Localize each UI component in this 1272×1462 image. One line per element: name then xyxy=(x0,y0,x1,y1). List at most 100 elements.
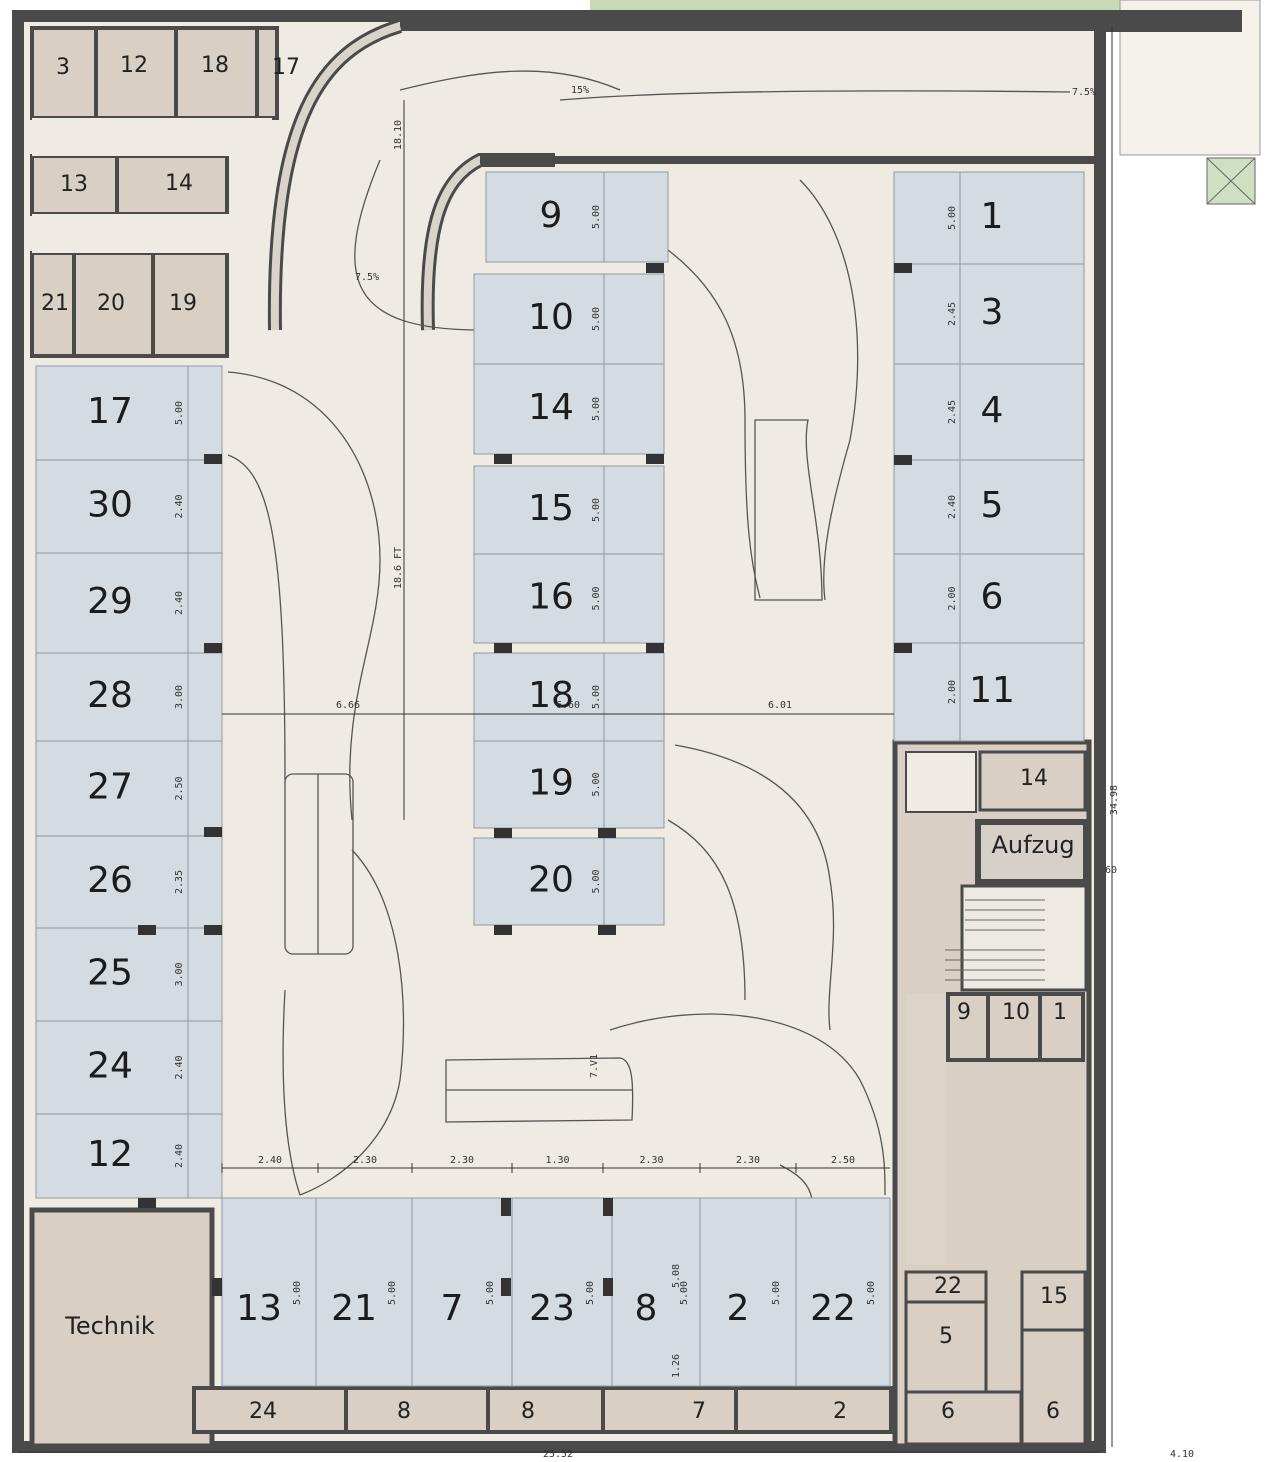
parking-space-bottom-2[interactable] xyxy=(699,1197,797,1387)
dim-ramp-length: 18.10 xyxy=(393,120,404,150)
space-depth-bottom-23: 5.00 xyxy=(585,1281,596,1305)
space-label-bottom-22: 22 xyxy=(810,1288,856,1329)
space-width-left-28: 3.00 xyxy=(174,685,185,709)
parking-space-right-1[interactable] xyxy=(893,171,1085,265)
parking-space-middle-20[interactable] xyxy=(473,837,665,926)
space-label-right-6: 6 xyxy=(981,577,1004,618)
dim-total-width: 25.52 xyxy=(543,1449,573,1460)
pillar xyxy=(894,455,912,465)
parking-space-left-24[interactable] xyxy=(35,1020,223,1115)
storage-row-bottom xyxy=(192,1386,893,1434)
parking-space-right-5[interactable] xyxy=(893,459,1085,555)
parking-space-right-6[interactable] xyxy=(893,553,1085,644)
space-label-middle-15: 15 xyxy=(528,488,574,529)
storage-top-left-19: 19 xyxy=(169,291,197,316)
pillar xyxy=(598,828,616,838)
space-label-bottom-23: 23 xyxy=(529,1288,575,1329)
parking-space-middle-14[interactable] xyxy=(473,363,665,455)
pillar xyxy=(204,643,222,653)
parking-space-right-4[interactable] xyxy=(893,363,1085,461)
storage-top-left-17: 17 xyxy=(272,55,300,80)
parking-space-left-27[interactable] xyxy=(35,740,223,837)
space-width-middle-19: 5.00 xyxy=(591,772,602,796)
space-label-right-1: 1 xyxy=(981,196,1004,237)
storage-right-lower-6-4: 6 xyxy=(1046,1399,1060,1424)
space-label-right-11: 11 xyxy=(969,670,1015,711)
pillar xyxy=(598,925,616,935)
space-label-middle-14: 14 xyxy=(528,387,574,428)
parking-space-middle-19[interactable] xyxy=(473,740,665,829)
space-width-left-30: 2.40 xyxy=(174,494,185,518)
parking-space-bottom-23[interactable] xyxy=(511,1197,613,1387)
space-width-middle-9: 5.00 xyxy=(591,205,602,229)
dim-bottom-2: 2.30 xyxy=(450,1155,474,1166)
pillar xyxy=(204,454,222,464)
space-width-left-26: 2.35 xyxy=(174,870,185,894)
space-width-left-25: 3.00 xyxy=(174,962,185,986)
pillar xyxy=(494,454,512,464)
storage-right-upper-14: 14 xyxy=(1020,766,1048,791)
parking-space-left-17[interactable] xyxy=(35,365,223,461)
dim-bottom-4: 2.30 xyxy=(639,1155,663,1166)
dim-elevator: 60 xyxy=(1105,865,1117,876)
parking-space-bottom-7[interactable] xyxy=(411,1197,513,1387)
space-width-left-27: 2.50 xyxy=(174,776,185,800)
space-label-middle-18: 18 xyxy=(528,675,574,716)
storage-top-left-18: 18 xyxy=(201,53,229,78)
space-width-left-12: 2.40 xyxy=(174,1144,185,1168)
parking-space-left-28[interactable] xyxy=(35,652,223,742)
pillar xyxy=(204,925,222,935)
storage-bottom-7-3: 7 xyxy=(692,1399,706,1424)
parking-space-middle-9[interactable] xyxy=(485,171,669,263)
space-label-left-30: 30 xyxy=(87,485,133,526)
dim-side-width: 4.10 xyxy=(1170,1449,1194,1460)
parking-space-left-12[interactable] xyxy=(35,1113,223,1199)
dim-bottom-1: 2.30 xyxy=(353,1155,377,1166)
storage-top-left-3: 3 xyxy=(56,55,70,80)
storage-top-left-14: 14 xyxy=(165,171,193,196)
parking-space-middle-18[interactable] xyxy=(473,652,665,742)
space-label-middle-10: 10 xyxy=(528,297,574,338)
dim-center-mark: 7.V1 xyxy=(589,1054,600,1078)
parking-space-left-30[interactable] xyxy=(35,459,223,554)
parking-space-middle-16[interactable] xyxy=(473,553,665,644)
drive-path-lines xyxy=(227,70,1071,1201)
space-width-middle-16: 5.00 xyxy=(591,586,602,610)
storage-right-lower-5-2: 5 xyxy=(939,1324,953,1349)
dim-small-1: 1.26 xyxy=(671,1354,682,1378)
storage-bottom-8-2: 8 xyxy=(521,1399,535,1424)
technical-room-label: Technik xyxy=(64,1312,155,1340)
dim-aisle-middle: 6.60 xyxy=(556,700,580,711)
parking-space-bottom-13[interactable] xyxy=(221,1197,317,1387)
space-label-bottom-21: 21 xyxy=(331,1288,377,1329)
pillar xyxy=(204,827,222,837)
parking-space-right-11[interactable] xyxy=(893,642,1085,742)
space-width-left-29: 2.40 xyxy=(174,591,185,615)
dim-aisle-left: 6.66 xyxy=(336,700,360,711)
technical-room xyxy=(29,1207,215,1449)
space-width-right-3: 2.45 xyxy=(947,302,958,326)
space-width-middle-18: 5.00 xyxy=(591,685,602,709)
parking-space-middle-15[interactable] xyxy=(473,465,665,555)
pillar xyxy=(894,643,912,653)
storage-right-lower-15-1: 15 xyxy=(1040,1284,1068,1309)
space-label-right-3: 3 xyxy=(981,292,1004,333)
pillar xyxy=(646,263,664,273)
parking-space-middle-10[interactable] xyxy=(473,273,665,365)
dim-ramp-slope-1: 15% xyxy=(571,85,589,96)
parking-space-right-3[interactable] xyxy=(893,263,1085,365)
parking-space-bottom-22[interactable] xyxy=(795,1197,891,1387)
parking-space-left-25[interactable] xyxy=(35,927,223,1022)
storage-top-left-20: 20 xyxy=(97,291,125,316)
parking-space-bottom-21[interactable] xyxy=(315,1197,413,1387)
space-label-middle-20: 20 xyxy=(528,860,574,901)
space-label-middle-16: 16 xyxy=(528,577,574,618)
storage-top-left-13: 13 xyxy=(60,172,88,197)
dim-bottom-0: 2.40 xyxy=(258,1155,282,1166)
dim-bottom-5: 2.30 xyxy=(736,1155,760,1166)
dim-aisle-right: 6.01 xyxy=(768,700,792,711)
space-depth-bottom-2: 5.00 xyxy=(771,1281,782,1305)
right-core xyxy=(892,739,1092,1449)
parking-space-left-29[interactable] xyxy=(35,552,223,654)
parking-space-left-26[interactable] xyxy=(35,835,223,929)
